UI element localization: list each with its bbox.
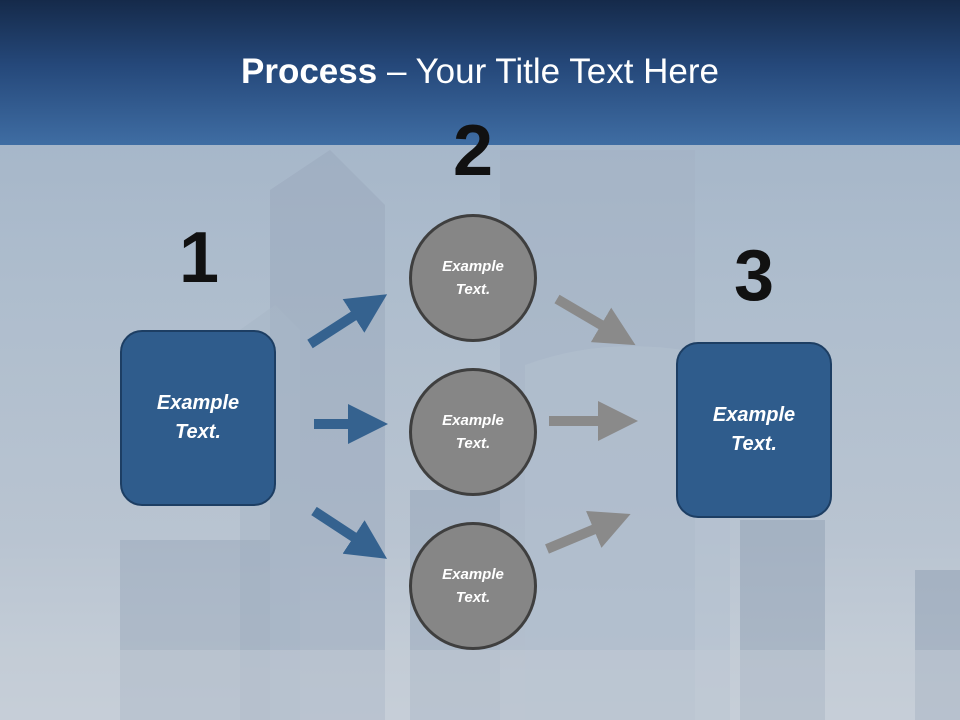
circle-node-bottom: Example Text. — [409, 522, 537, 650]
right-process-box: Example Text. — [676, 342, 832, 518]
slide-title: Process – Your Title Text Here — [0, 52, 960, 92]
step-number-2: 2 — [452, 111, 494, 191]
circle-node-middle: Example Text. — [409, 368, 537, 496]
title-bar: Process – Your Title Text Here — [0, 0, 960, 145]
left-box-line1: Example — [156, 392, 240, 414]
circle-middle-line2: Text. — [455, 435, 491, 452]
right-box-line1: Example — [712, 404, 796, 426]
circle-bottom-line1: Example — [442, 566, 504, 583]
left-process-box: Example Text. — [120, 330, 276, 506]
right-box-line2: Text. — [731, 433, 777, 455]
step-number-1: 1 — [178, 218, 220, 298]
title-rest: – Your Title Text Here — [377, 52, 719, 91]
left-box-line2: Text. — [175, 421, 221, 443]
circle-top-line1: Example — [442, 258, 504, 275]
circle-top-line2: Text. — [455, 281, 491, 298]
step-number-3: 3 — [733, 236, 775, 316]
circle-middle-line1: Example — [442, 412, 504, 429]
title-bold: Process — [241, 52, 378, 91]
circle-bottom-line2: Text. — [455, 589, 491, 606]
circle-node-top: Example Text. — [409, 214, 537, 342]
